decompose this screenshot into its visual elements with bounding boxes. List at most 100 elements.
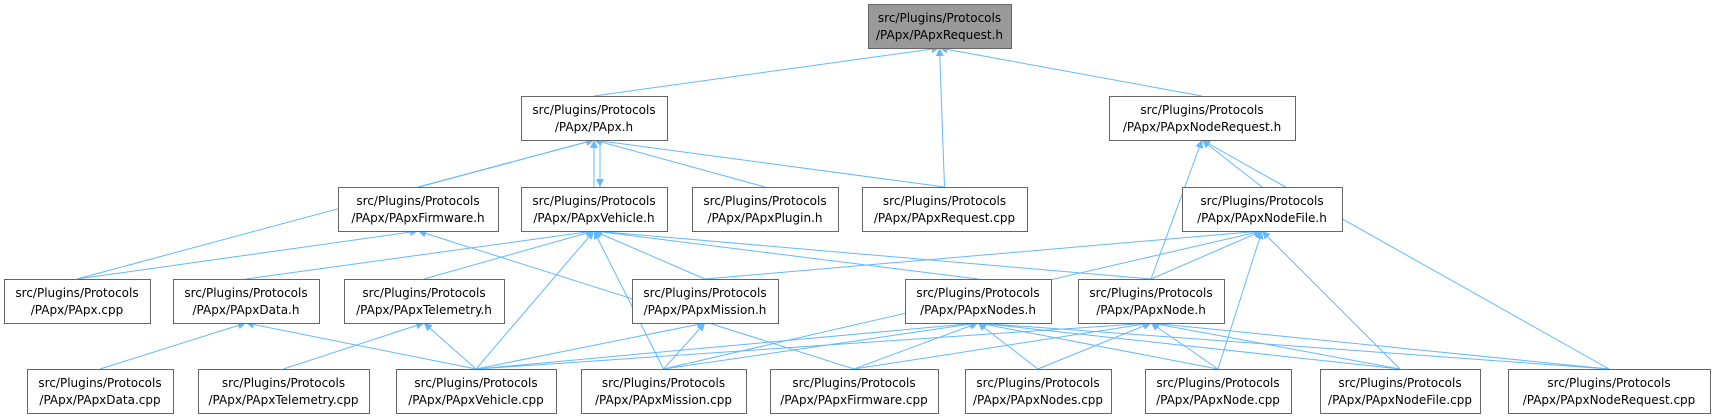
dependency-edge [1150, 322, 1219, 370]
dependency-edge [1201, 139, 1610, 370]
file-node-box [1182, 187, 1343, 232]
file-node-path: src/Plugins/Protocols [643, 286, 766, 300]
file-node-box [4, 279, 151, 324]
file-node[interactable]: src/Plugins/Protocols/PApx/PApxRequest.c… [862, 187, 1028, 232]
file-node-path: src/Plugins/Protocols [1547, 376, 1670, 390]
dependency-edge [593, 228, 979, 280]
dependency-edge [977, 319, 1401, 370]
file-node[interactable]: src/Plugins/Protocols/PApx/PApxFirmware.… [770, 369, 939, 414]
file-node-path: src/Plugins/Protocols [184, 286, 307, 300]
file-node-name: /PApx/PApxNodes.cpp [973, 393, 1103, 407]
file-node-name: /PApx/PApxFirmware.cpp [780, 393, 928, 407]
file-node[interactable]: src/Plugins/Protocols/PApx/PApxNode.h [1078, 279, 1225, 324]
file-node-box [1109, 96, 1296, 141]
file-node-name: /PApx/PApxVehicle.cpp [408, 393, 543, 407]
file-node-box [27, 369, 174, 414]
file-node[interactable]: src/Plugins/Protocols/PApx/PApxNodeFile.… [1182, 187, 1343, 232]
file-node[interactable]: src/Plugins/Protocols/PApx/PApxNodeReque… [1508, 369, 1711, 414]
file-node-box [1320, 369, 1481, 414]
dependency-edge [423, 229, 595, 280]
file-node-name: /PApx/PApxData.cpp [39, 393, 160, 407]
file-node-box [692, 187, 839, 232]
file-node-path: src/Plugins/Protocols [532, 103, 655, 117]
dependency-edge [1150, 139, 1203, 280]
file-node[interactable]: src/Plugins/Protocols/PApx/PApxNodeReque… [1109, 96, 1296, 141]
file-node-path: src/Plugins/Protocols [362, 286, 485, 300]
file-node[interactable]: src/Plugins/Protocols/PApx/PApxNode.cpp [1145, 369, 1292, 414]
file-node[interactable]: src/Plugins/Protocols/PApx/PApxData.cpp [27, 369, 174, 414]
file-node-path: src/Plugins/Protocols [703, 194, 826, 208]
file-node-name: /PApx/PApxFirmware.h [351, 211, 484, 225]
dependency-edge [939, 45, 1203, 97]
dependency-edge [475, 319, 1152, 370]
dependency-edge [245, 228, 595, 280]
file-node[interactable]: src/Plugins/Protocols/PApx/PApxTelemetry… [344, 279, 505, 324]
dependency-edge [593, 137, 945, 188]
file-node-box [1145, 369, 1292, 414]
dependency-edge [704, 227, 1263, 280]
file-node-name: /PApx/PApxNodeRequest.cpp [1523, 393, 1696, 407]
file-node[interactable]: src/Plugins/Protocols/PApx/PApxTelemetry… [198, 369, 370, 414]
dependency-edge [593, 230, 664, 370]
dependency-edge [1150, 320, 1401, 370]
dependency-edge [1037, 322, 1152, 370]
file-node[interactable]: src/Plugins/Protocols/PApx/PApx.h [521, 96, 668, 141]
file-node-path: src/Plugins/Protocols [1156, 376, 1279, 390]
file-node[interactable]: src/Plugins/Protocols/PApx/PApx.cpp [4, 279, 151, 324]
file-node-box [521, 187, 668, 232]
file-node-path: src/Plugins/Protocols [15, 286, 138, 300]
file-node-box [396, 369, 557, 414]
file-node-name: /PApx/PApx.h [555, 120, 633, 134]
file-node[interactable]: src/Plugins/Protocols/PApx/PApxNodes.cpp [965, 369, 1112, 414]
file-node-box [862, 187, 1028, 232]
file-node[interactable]: src/Plugins/Protocols/PApx/PApxNodeFile.… [1320, 369, 1481, 414]
file-node-path: src/Plugins/Protocols [532, 194, 655, 208]
dependency-edge [663, 322, 706, 370]
dependency-edge [423, 322, 477, 370]
file-node[interactable]: src/Plugins/Protocols/PApx/PApxFirmware.… [338, 187, 499, 232]
file-node-path: src/Plugins/Protocols [1140, 103, 1263, 117]
file-node[interactable]: src/Plugins/Protocols/PApx/PApxData.h [173, 279, 320, 324]
file-node[interactable]: src/Plugins/Protocols/PApx/PApxMission.c… [581, 369, 747, 414]
file-node-path: src/Plugins/Protocols [1089, 286, 1212, 300]
file-node-name: /PApx/PApxNode.cpp [1156, 393, 1280, 407]
file-node-box [521, 96, 668, 141]
file-node-path: src/Plugins/Protocols [1200, 194, 1323, 208]
file-node-box [344, 279, 505, 324]
dependency-edge [475, 230, 595, 370]
file-node-name: /PApx/PApxRequest.h [876, 28, 1003, 42]
file-node-name: /PApx/PApx.cpp [31, 303, 124, 317]
file-node[interactable]: src/Plugins/Protocols/PApx/PApxMission.h [632, 279, 779, 324]
file-node-box [1508, 369, 1711, 414]
file-node-path: src/Plugins/Protocols [38, 376, 161, 390]
file-node-box [1078, 279, 1225, 324]
file-node-name: /PApx/PApxTelemetry.cpp [208, 393, 358, 407]
file-node-name: /PApx/PApxNodeFile.h [1197, 211, 1327, 225]
file-node[interactable]: src/Plugins/Protocols/PApx/PApxVehicle.c… [396, 369, 557, 414]
dependency-edge [977, 319, 1610, 370]
file-node-path: src/Plugins/Protocols [1338, 376, 1461, 390]
file-node-box [770, 369, 939, 414]
file-node-path: src/Plugins/Protocols [602, 376, 725, 390]
dependency-edge [593, 138, 766, 188]
file-node[interactable]: src/Plugins/Protocols/PApx/PApxPlugin.h [692, 187, 839, 232]
file-node-name: /PApx/PApxMission.h [644, 303, 767, 317]
file-node-path: src/Plugins/Protocols [883, 194, 1006, 208]
dependency-edge [593, 227, 1152, 280]
file-node-box [338, 187, 499, 232]
file-node[interactable]: src/Plugins/Protocols/PApx/PApxNodes.h [905, 279, 1052, 324]
file-node[interactable]: src/Plugins/Protocols/PApx/PApxVehicle.h [521, 187, 668, 232]
file-node-path: src/Plugins/Protocols [414, 376, 537, 390]
file-node-box [868, 4, 1012, 49]
dependency-edge [1150, 230, 1263, 280]
dependency-edge [1201, 139, 1263, 188]
file-node-name: /PApx/PApxVehicle.h [533, 211, 654, 225]
file-node-name: /PApx/PApxData.h [193, 303, 300, 317]
file-node-path: src/Plugins/Protocols [976, 376, 1099, 390]
dependency-edge [853, 320, 1152, 370]
file-node-name: /PApx/PApxRequest.cpp [874, 211, 1015, 225]
dependency-edge [1150, 319, 1610, 370]
current-file-node[interactable]: src/Plugins/Protocols/PApx/PApxRequest.h [868, 4, 1012, 49]
dependency-edge [977, 322, 1039, 370]
